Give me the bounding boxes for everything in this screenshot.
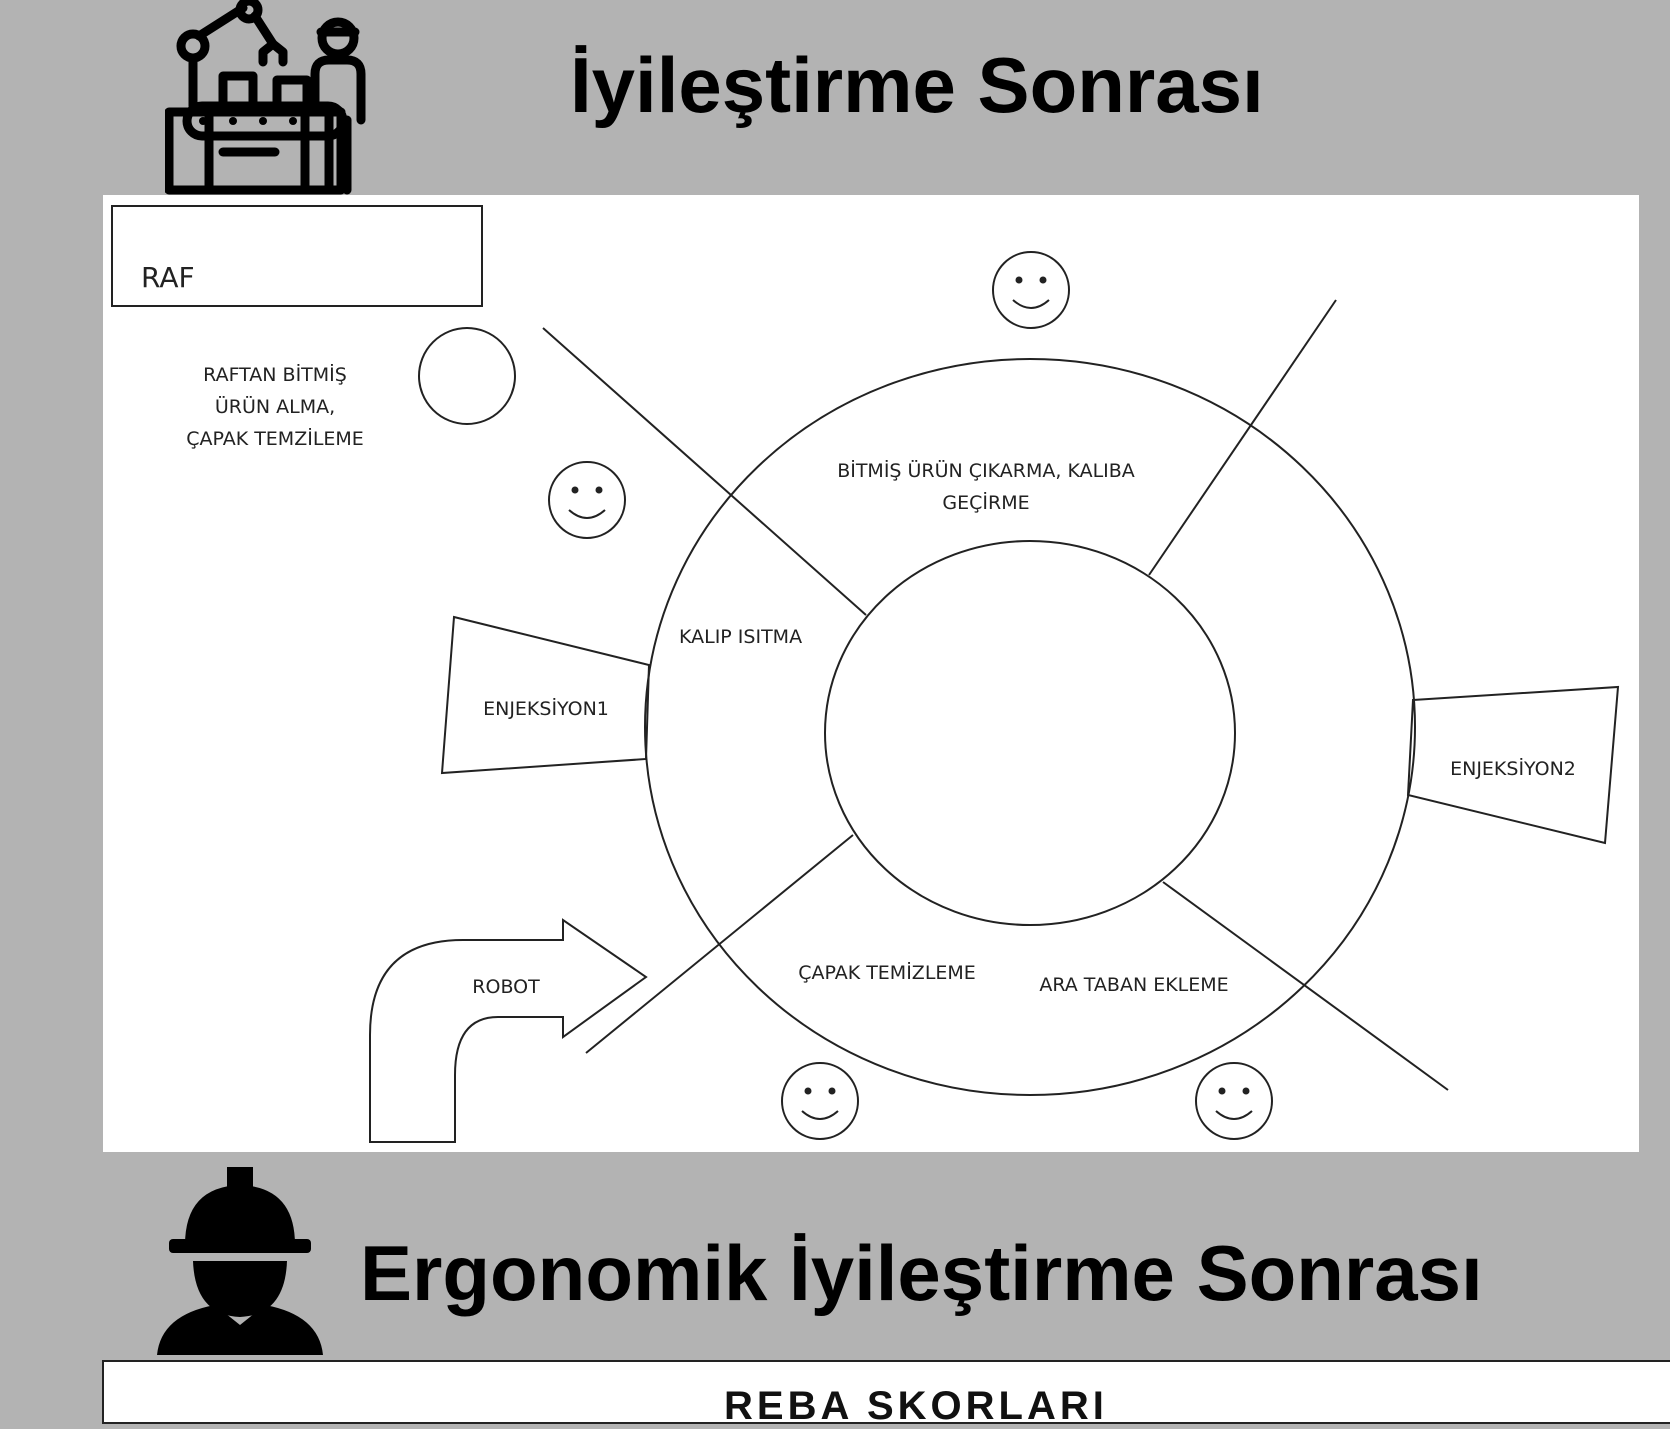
enjeksiyon2-machine bbox=[1406, 685, 1620, 845]
outer-circle bbox=[644, 358, 1416, 1096]
divider-line-upper-left bbox=[542, 327, 867, 616]
layout-diagram: RAF RAFTAN BİTMİŞ ÜRÜN ALMA, ÇAPAK TEMZİ… bbox=[111, 205, 1620, 1143]
reba-panel: REBA SKORLARI bbox=[102, 1360, 1670, 1428]
inner-circle bbox=[824, 540, 1236, 926]
smiley-face-icon bbox=[781, 1062, 859, 1140]
divider-line-lower-right bbox=[1162, 881, 1449, 1091]
enjeksiyon1-machine bbox=[440, 615, 651, 775]
station-kalip-isitma: KALIP ISITMA bbox=[679, 626, 802, 648]
smiley-face-icon bbox=[1195, 1062, 1273, 1140]
rack-task-line-2: ÜRÜN ALMA, bbox=[215, 395, 335, 418]
rack-task-line-1: RAFTAN BİTMİŞ bbox=[203, 363, 347, 386]
station-bitmis-urun-line-1: BİTMİŞ ÜRÜN ÇIKARMA, KALIBA bbox=[837, 459, 1135, 482]
enjeksiyon1-label: ENJEKSİYON1 bbox=[483, 697, 609, 720]
rack-task-line-3: ÇAPAK TEMZİLEME bbox=[186, 427, 364, 450]
section-title-ergonomic: Ergonomik İyileştirme Sonrası bbox=[360, 1229, 1483, 1317]
station-bitmis-urun-line-2: GEÇİRME bbox=[942, 491, 1029, 514]
layout-diagram-panel: RAF RAFTAN BİTMİŞ ÜRÜN ALMA, ÇAPAK TEMZİ… bbox=[103, 195, 1639, 1152]
raf-box bbox=[111, 205, 483, 307]
divider-line-lower-left bbox=[585, 834, 854, 1054]
page-title: İyileştirme Sonrası bbox=[570, 41, 1264, 129]
reba-panel-title: REBA SKORLARI bbox=[724, 1384, 1108, 1428]
rack-circle bbox=[418, 327, 516, 425]
worker-helmet-icon bbox=[157, 1167, 323, 1355]
divider-line-upper-right bbox=[1148, 299, 1337, 576]
robot-arm-worker-icon bbox=[165, 0, 366, 195]
raf-label: RAF bbox=[141, 261, 195, 294]
robot-arrow bbox=[369, 918, 648, 1143]
station-ara-taban-ekleme: ARA TABAN EKLEME bbox=[1039, 974, 1228, 996]
smiley-face-icon bbox=[548, 461, 626, 539]
smiley-face-icon bbox=[992, 251, 1070, 329]
station-capak-temizleme: ÇAPAK TEMİZLEME bbox=[798, 961, 976, 984]
enjeksiyon2-label: ENJEKSİYON2 bbox=[1450, 757, 1576, 780]
robot-label: ROBOT bbox=[472, 976, 540, 998]
